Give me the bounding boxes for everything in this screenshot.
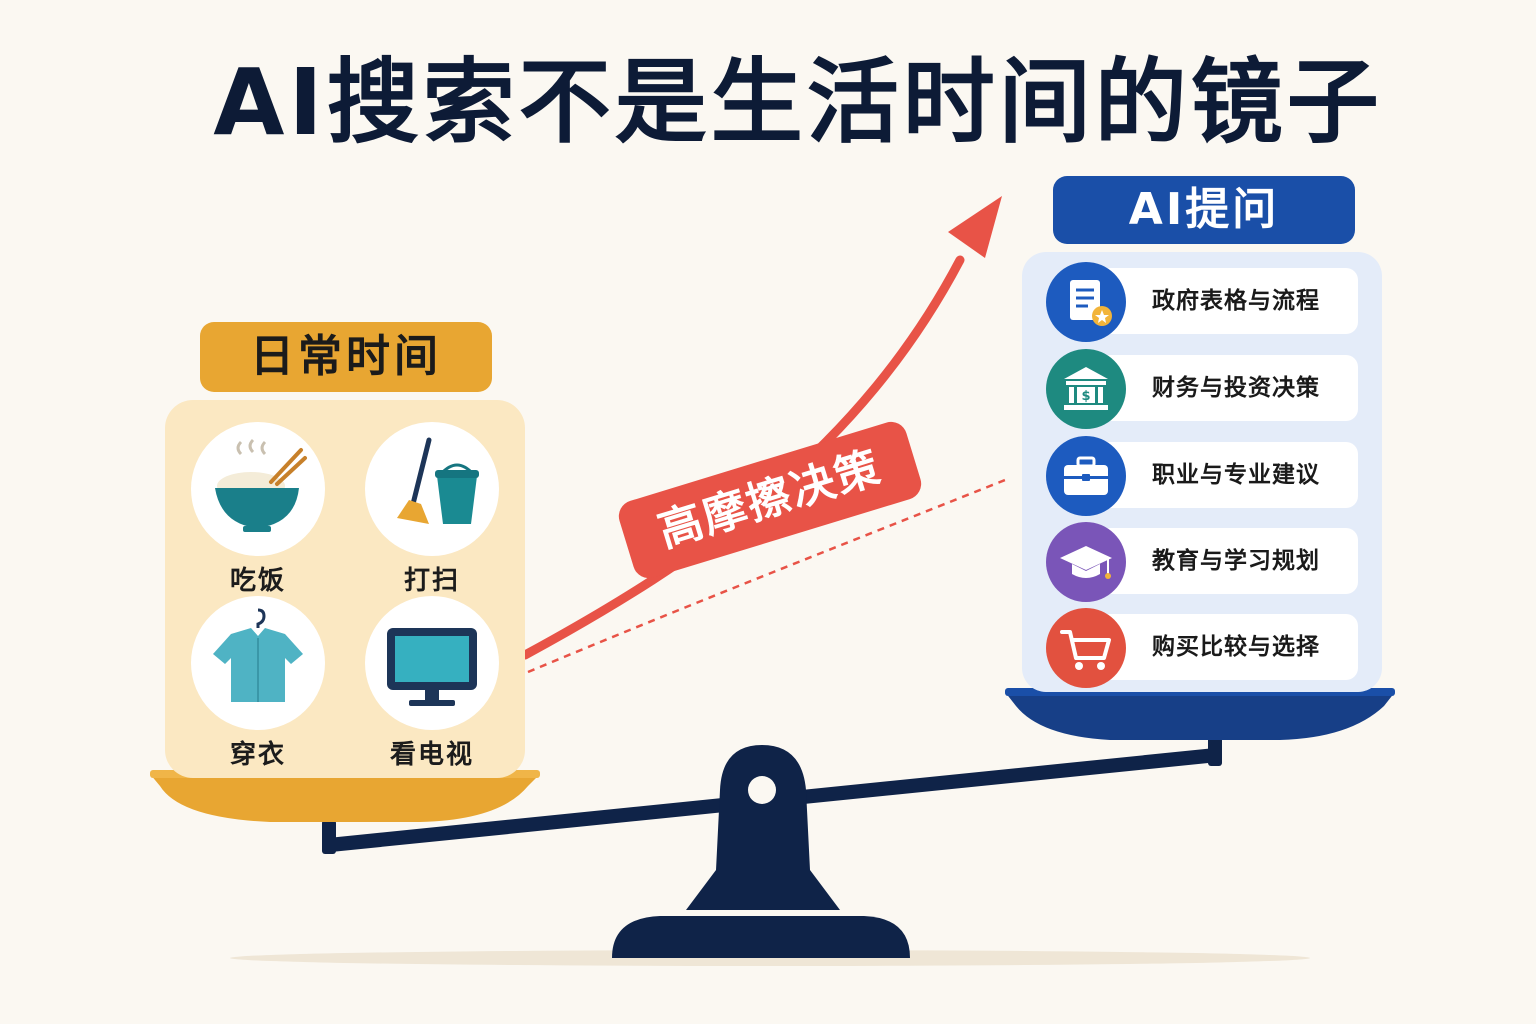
ai-item-education: 教育与学习规划 <box>1046 522 1358 602</box>
ai-item-finance: $ 财务与投资决策 <box>1046 349 1358 429</box>
briefcase-icon <box>1046 436 1126 516</box>
broom-bucket-icon <box>365 422 499 556</box>
page-title: AI搜索不是生活时间的镜子 <box>213 49 1383 156</box>
cart-icon <box>1046 608 1126 688</box>
ai-item-government-forms: 政府表格与流程 <box>1046 262 1358 342</box>
scale-base <box>612 916 910 958</box>
ai-item-label: 财务与投资决策 <box>1152 375 1320 401</box>
daily-item-label: 打扫 <box>403 566 460 596</box>
daily-item-label: 看电视 <box>389 740 474 770</box>
ai-item-pill <box>1086 268 1358 334</box>
ai-item-label: 购买比较与选择 <box>1152 634 1320 660</box>
shirt-icon <box>191 596 325 730</box>
arrow-head <box>948 196 1002 258</box>
graduation-cap-icon <box>1046 522 1126 602</box>
dashed-trend-line <box>527 476 1011 674</box>
daily-item-dressing: 穿衣 <box>188 596 328 771</box>
daily-item-label: 穿衣 <box>229 740 286 770</box>
daily-item-tv: 看电视 <box>362 596 502 771</box>
left-pan <box>150 774 540 822</box>
svg-text:$: $ <box>1081 389 1090 404</box>
beam-right-end <box>1208 736 1222 766</box>
ai-item-label: 教育与学习规划 <box>1152 548 1320 574</box>
ai-item-pill <box>1086 614 1358 680</box>
ai-item-career: 职业与专业建议 <box>1046 436 1358 516</box>
ai-questions-header: AI提问 <box>1053 176 1355 244</box>
right-pan <box>1005 692 1395 740</box>
daily-item-eating: 吃饭 <box>188 422 328 597</box>
ai-item-label: 政府表格与流程 <box>1152 288 1320 314</box>
daily-item-label: 吃饭 <box>229 566 286 596</box>
ai-item-shopping: 购买比较与选择 <box>1046 608 1358 688</box>
ai-item-label: 职业与专业建议 <box>1152 462 1320 488</box>
pivot-hole <box>748 776 776 804</box>
tv-icon <box>365 596 499 730</box>
scale-fulcrum <box>686 745 840 910</box>
ai-item-pill <box>1086 355 1358 421</box>
daily-time-header: 日常时间 <box>200 322 492 392</box>
beam-left-end <box>322 820 336 854</box>
bank-icon: $ <box>1046 349 1126 429</box>
ai-item-pill <box>1086 442 1358 508</box>
daily-item-cleaning: 打扫 <box>362 422 502 597</box>
ai-item-pill <box>1086 528 1358 594</box>
document-icon <box>1046 262 1126 342</box>
rice-bowl-icon <box>191 422 325 556</box>
